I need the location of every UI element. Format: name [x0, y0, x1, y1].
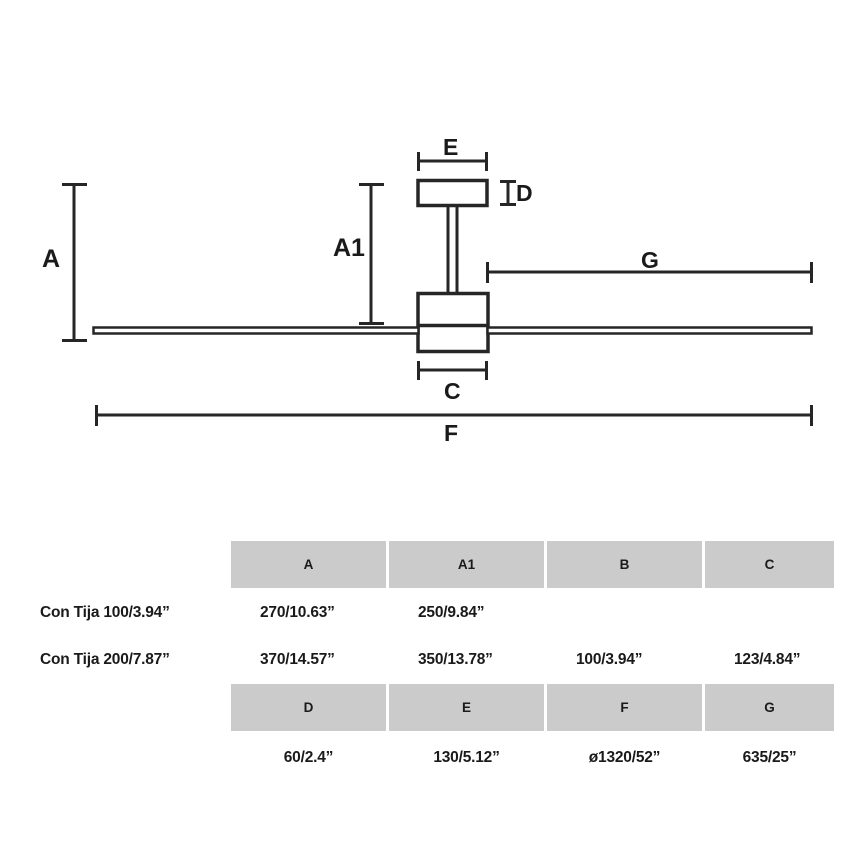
cell-row1-A1: 250/9.84”: [418, 604, 485, 621]
fan-blade-right: [486, 326, 813, 335]
dimension-label-A1: A1: [333, 234, 365, 262]
cell-row1-C: [705, 598, 834, 628]
cell-bottom-F: ø1320/52”: [588, 749, 661, 766]
fan-dimension-diagram: A A1 C D E F G: [42, 134, 813, 446]
cell-bottom-G: 635/25”: [742, 749, 797, 766]
column-header-C: C: [705, 541, 834, 588]
column-header-E: E: [389, 684, 544, 731]
column-header-F: F: [547, 684, 702, 731]
dimension-label-D: D: [516, 180, 533, 206]
cell-bottom-D: 60/2.4”: [283, 749, 334, 766]
column-header-A1: A1: [389, 541, 544, 588]
fan-blade-left: [92, 326, 420, 335]
dimension-line-F: [95, 405, 813, 426]
column-header-A: A: [231, 541, 386, 588]
dimension-line-G: [486, 262, 813, 283]
dimension-label-F: F: [444, 420, 459, 446]
cell-row1-A: 270/10.63”: [260, 604, 335, 621]
motor-housing: [416, 291, 490, 354]
dimension-label-E: E: [443, 134, 459, 160]
table-header-row-1: A A1 B C: [0, 541, 868, 588]
row-label-con-tija-200: Con Tija 200/7.87”: [40, 651, 170, 668]
dimension-label-A: A: [42, 245, 61, 273]
column-header-D: D: [231, 684, 386, 731]
cell-bottom-E: 130/5.12”: [433, 749, 500, 766]
column-header-G: G: [705, 684, 834, 731]
table-row: Con Tija 200/7.87” 370/14.57” 350/13.78”…: [0, 645, 868, 675]
column-header-B: B: [547, 541, 702, 588]
dimension-line-A1: [359, 183, 384, 325]
dimension-label-G: G: [641, 247, 659, 273]
table-row: Con Tija 100/3.94” 270/10.63” 250/9.84”: [0, 598, 868, 628]
table-header-row-2: D E F G: [0, 684, 868, 731]
cell-row2-C: 123/4.84”: [734, 651, 801, 668]
cell-row2-A1: 350/13.78”: [418, 651, 493, 668]
dimension-line-A: [62, 183, 87, 342]
cell-row1-B: [547, 598, 702, 628]
cell-row2-B: 100/3.94”: [576, 651, 643, 668]
dimension-label-C: C: [444, 378, 461, 404]
canopy-box: [416, 178, 489, 208]
dimension-line-D: [500, 180, 516, 206]
dimension-line-C: [417, 361, 488, 380]
cell-row2-A: 370/14.57”: [260, 651, 335, 668]
dimension-line-E: [417, 152, 488, 171]
table-row: 60/2.4” 130/5.12” ø1320/52” 635/25”: [0, 743, 868, 773]
row-label-con-tija-100: Con Tija 100/3.94”: [40, 604, 170, 621]
diagram-svg: [62, 152, 813, 426]
downrod: [446, 205, 459, 293]
